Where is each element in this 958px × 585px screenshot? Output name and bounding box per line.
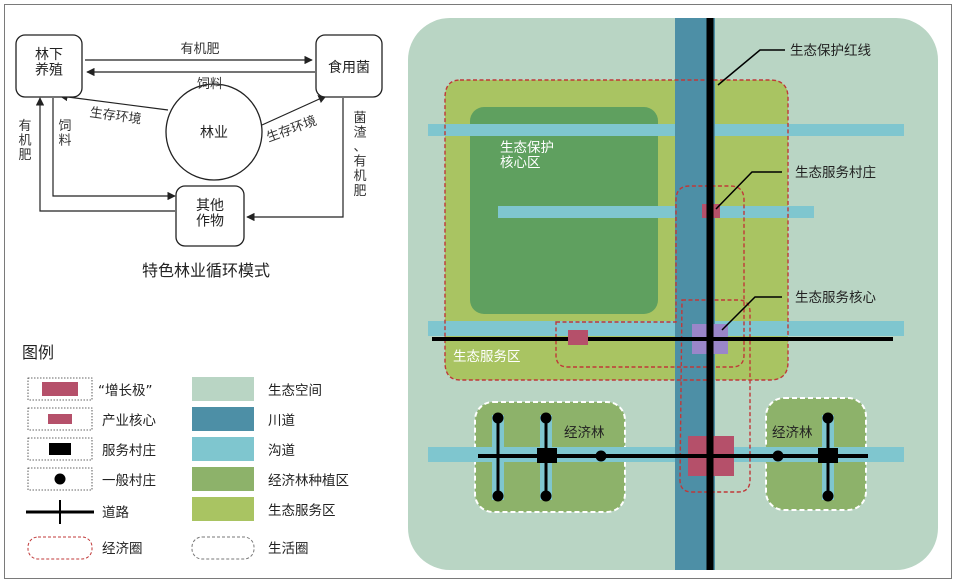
general-village-8 bbox=[822, 490, 834, 502]
general-village-4 bbox=[540, 490, 552, 502]
label-service-village: 生态服务村庄 bbox=[795, 164, 876, 181]
legend-living-circle-swatch bbox=[191, 536, 255, 560]
edge-manure-top: 有机肥 bbox=[180, 42, 219, 57]
legend-label-right-5: 生活圈 bbox=[268, 541, 309, 557]
legend-swatch-box-3 bbox=[27, 467, 93, 491]
label-economic-forest-right: 经济林 bbox=[772, 425, 813, 441]
figure-frame bbox=[4, 4, 952, 579]
legend: 图例 “增长极” 产业核心 服务村庄 一般村庄 道路 经济圈 生态空间 川道 沟… bbox=[22, 343, 349, 560]
label-service-zone: 生态服务区 bbox=[453, 349, 521, 365]
env-arrow-left bbox=[59, 92, 169, 111]
leader-service-village bbox=[715, 171, 782, 210]
legend-economic-circle-swatch bbox=[27, 536, 93, 560]
edge-manure-left: 有机肥 bbox=[18, 119, 31, 163]
edge-residue-right: 菌渣、有机肥 bbox=[353, 111, 366, 199]
economic-circle-lower bbox=[679, 299, 751, 493]
cycle-diagram: 林下养殖 食用菌 林业 其他作物 有机肥 饲料 生存环境 生存环境 有机肥 饲料… bbox=[15, 34, 383, 280]
cycle-caption: 特色林业循环模式 bbox=[142, 261, 270, 280]
service-village-left bbox=[537, 448, 557, 463]
legend-label-left-5: 经济圈 bbox=[102, 541, 143, 557]
planning-map: 生态保护红线 生态服务村庄 生态服务核心 生态保护核心区 生态服务区 经济林 经… bbox=[408, 18, 938, 570]
label-service-core: 生态服务核心 bbox=[795, 290, 876, 306]
general-village-7 bbox=[822, 412, 834, 424]
legend-swatch-box-1 bbox=[27, 407, 93, 431]
gully-middle bbox=[498, 206, 814, 218]
legend-general-village-swatch bbox=[54, 473, 66, 485]
env-arrow-right bbox=[261, 95, 327, 126]
legend-swatch-box-0 bbox=[27, 377, 93, 401]
legend-label-left-1: 产业核心 bbox=[102, 413, 156, 429]
legend-title: 图例 bbox=[22, 343, 54, 362]
legend-label-right-4: 生态服务区 bbox=[268, 503, 336, 519]
legend-industry-core-swatch bbox=[48, 414, 72, 424]
node-forestry: 林业 bbox=[200, 125, 228, 141]
label-protection-core: 生态保护核心区 bbox=[500, 140, 554, 171]
general-village-6 bbox=[772, 450, 784, 462]
general-village-1 bbox=[492, 412, 504, 424]
label-economic-forest-left: 经济林 bbox=[564, 425, 605, 441]
legend-service-zone-swatch bbox=[192, 497, 254, 521]
legend-river-valley-swatch bbox=[192, 407, 254, 431]
residue-arrow-right bbox=[246, 98, 344, 222]
legend-eco-space-swatch bbox=[192, 377, 254, 401]
legend-growth-pole-swatch bbox=[42, 382, 78, 396]
node-forest-farming-box bbox=[15, 34, 83, 98]
legend-service-village-swatch bbox=[49, 443, 71, 455]
legend-swatch-box-2 bbox=[27, 437, 93, 461]
edge-feed-left: 饲料 bbox=[58, 119, 71, 149]
label-red-line: 生态保护红线 bbox=[790, 43, 871, 59]
general-village-2 bbox=[540, 412, 552, 424]
legend-label-right-3: 经济林种植区 bbox=[268, 473, 349, 489]
node-edible-fungi-box bbox=[315, 34, 383, 98]
legend-label-left-3: 一般村庄 bbox=[102, 472, 156, 489]
node-other-crops: 其他作物 bbox=[196, 198, 224, 230]
legend-economic-forest-swatch bbox=[192, 467, 254, 491]
legend-gully-swatch bbox=[192, 437, 254, 461]
service-village-right bbox=[818, 448, 838, 463]
legend-label-left-0: “增长极” bbox=[98, 383, 153, 399]
node-other-crops-box bbox=[175, 185, 245, 247]
industry-core bbox=[568, 330, 588, 345]
legend-label-left-2: 服务村庄 bbox=[102, 442, 156, 459]
general-village-5 bbox=[595, 450, 607, 462]
economic-circle-village bbox=[555, 185, 745, 368]
edge-feed-top: 饲料 bbox=[197, 77, 223, 92]
node-forest-farming: 林下养殖 bbox=[35, 47, 63, 79]
economic-circle-main bbox=[444, 79, 789, 381]
feed-arrow-left bbox=[52, 98, 176, 201]
legend-label-right-1: 川道 bbox=[268, 413, 295, 429]
legend-label-left-4: 道路 bbox=[102, 505, 129, 521]
node-edible-fungi: 食用菌 bbox=[328, 59, 370, 76]
node-forestry-circle bbox=[165, 83, 263, 181]
gully-top bbox=[428, 124, 904, 136]
edge-env-right: 生存环境 bbox=[265, 114, 319, 146]
gully-lower bbox=[428, 321, 904, 336]
leader-red-line bbox=[717, 49, 785, 86]
leader-service-core bbox=[721, 296, 782, 331]
edge-env-left: 生存环境 bbox=[89, 105, 143, 127]
general-village-3 bbox=[492, 490, 504, 502]
manure-arrow-left bbox=[35, 97, 175, 212]
legend-label-right-2: 沟道 bbox=[268, 443, 295, 459]
legend-label-right-0: 生态空间 bbox=[268, 383, 322, 399]
